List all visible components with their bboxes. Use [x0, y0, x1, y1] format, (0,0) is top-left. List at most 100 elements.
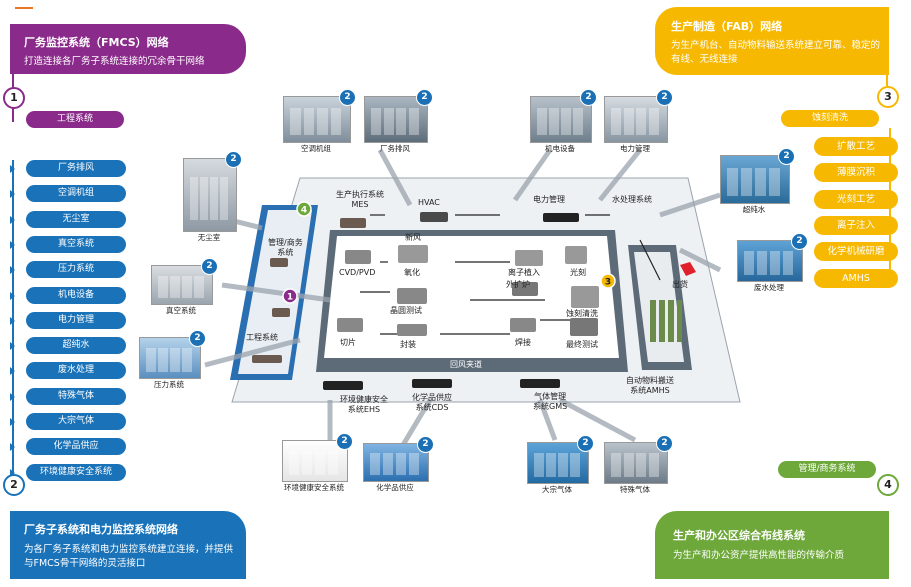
- subsystem-panel-title: 厂务子系统和电力监控系统网络: [24, 523, 178, 536]
- left-list-item[interactable]: 特殊气体: [26, 387, 126, 405]
- cabling-marker: [296, 201, 312, 217]
- left-list-item[interactable]: 真空系统: [26, 235, 126, 253]
- right-list-item[interactable]: 离子注入: [814, 215, 898, 235]
- network-2-badge-icon: 2: [577, 435, 594, 452]
- network-2-badge-icon: 2: [339, 89, 356, 106]
- corridor-label: 回风夹道: [450, 360, 482, 369]
- left-list-item[interactable]: 机电设备: [26, 286, 126, 304]
- left-list-tick-icon: [10, 367, 15, 376]
- network-2-badge-icon: 2: [201, 258, 218, 275]
- fmcs-connector-lower: [12, 108, 14, 122]
- pressure-photo: [139, 337, 201, 379]
- wafertest-label: 晶圆测试: [390, 306, 422, 315]
- fmcs-connector: [12, 74, 14, 88]
- upw-photo: [720, 155, 790, 204]
- power-label: 电力管理: [533, 195, 565, 204]
- ac-photo: [283, 96, 351, 143]
- oxide-machine: [398, 245, 428, 263]
- left-list-tick-icon: [10, 468, 15, 477]
- network-2-badge-icon: 2: [417, 436, 434, 453]
- left-list-tick-icon: [10, 392, 15, 401]
- oxide-label: 氧化: [404, 268, 420, 277]
- fmcs-panel: 厂务监控系统（FMCS）网络 打造连接各厂务子系统连接的冗余骨干网络: [10, 24, 246, 74]
- svg-text:4: 4: [301, 206, 307, 216]
- left-list-tick-icon: [10, 215, 15, 224]
- network-2-badge-icon: 2: [778, 148, 795, 165]
- pack-label: 封装: [400, 340, 416, 349]
- right-list-item[interactable]: 扩散工艺: [814, 137, 898, 156]
- furnace-machine: [512, 282, 538, 296]
- gms-machine: [520, 379, 560, 388]
- right-list-item[interactable]: AMHS: [814, 268, 898, 288]
- weld-machine: [510, 318, 536, 332]
- right-list-item[interactable]: 化学机械研磨: [814, 242, 898, 262]
- left-list-item[interactable]: 厂务排风: [26, 160, 126, 177]
- fab-panel: 生产制造（FAB）网络 为生产机台、自动物料输送系统建立可靠、稳定的 有线、无线…: [655, 7, 889, 75]
- cabling-panel-subtitle: 为生产和办公资产提供高性能的传输介质: [673, 550, 845, 561]
- network-2-badge-icon: 2: [336, 433, 353, 450]
- etch-machine: [571, 286, 599, 308]
- engineering-tag[interactable]: 工程系统: [26, 111, 124, 128]
- fmcs-marker: [282, 288, 298, 304]
- bulk-caption: 大宗气体: [542, 485, 572, 494]
- right-list-item[interactable]: 薄膜沉积: [814, 163, 898, 183]
- hvac-machine: [420, 212, 448, 222]
- litho-label: 光刻: [570, 268, 586, 277]
- fab-connector: [886, 60, 888, 86]
- left-list-item[interactable]: 空调机组: [26, 185, 126, 203]
- weld-label: 焊接: [515, 338, 531, 347]
- left-list-item[interactable]: 电力管理: [26, 311, 126, 329]
- cvd-label: CVD/PVD: [339, 268, 376, 277]
- etch-clean-tag[interactable]: 蚀刻清洗: [781, 110, 879, 127]
- mech-caption: 机电设备: [545, 144, 575, 153]
- right-list-item[interactable]: 光刻工艺: [814, 189, 898, 209]
- left-list-item[interactable]: 大宗气体: [26, 413, 126, 430]
- mgmt-tag[interactable]: 管理/商务系统: [778, 461, 876, 478]
- chem-caption: 化学品供应: [376, 483, 414, 492]
- fmcs-panel-title: 厂务监控系统（FMCS）网络: [24, 36, 169, 49]
- cabling-panel: 生产和办公区综合布线系统 为生产和办公资产提供高性能的传输介质: [655, 511, 889, 579]
- cabling-panel-title: 生产和办公区综合布线系统: [673, 529, 805, 542]
- cds-machine: [412, 379, 452, 388]
- left-list-tick-icon: [10, 316, 15, 325]
- ehs-machine: [323, 381, 363, 390]
- network-2-badge-icon: 2: [225, 151, 242, 168]
- left-list-tick-icon: [10, 240, 15, 249]
- left-list-item[interactable]: 压力系统: [26, 261, 126, 279]
- amhs-label: 自动物料搬送系统AMHS: [626, 376, 674, 395]
- etch-label: 蚀刻清洗: [566, 309, 598, 318]
- subsystem-panel-subtitle-1: 为各厂务子系统和电力监控系统建立连接，并提供: [24, 544, 234, 555]
- cvd-machine: [345, 250, 371, 264]
- eng-label: 工程系统: [246, 333, 278, 342]
- left-list-item[interactable]: 无尘室: [26, 210, 126, 228]
- mgmt-label: 管理/商务系统: [268, 238, 303, 257]
- fab-number-badge: 3: [877, 86, 899, 108]
- cabling-number-badge: 4: [877, 474, 899, 496]
- top-accent-line: [0, 0, 911, 2]
- fab-panel-title: 生产制造（FAB）网络: [671, 20, 783, 33]
- cleanroom-photo: [183, 158, 237, 232]
- left-list-tick-icon: [10, 291, 15, 300]
- left-list-tick-icon: [10, 190, 15, 199]
- ac-caption: 空调机组: [301, 144, 331, 153]
- top-accent-mark: [15, 7, 33, 9]
- final-label: 最终测试: [566, 340, 598, 349]
- network-2-badge-icon: 2: [656, 89, 673, 106]
- left-list-item[interactable]: 化学品供应: [26, 438, 126, 456]
- left-list-item[interactable]: 废水处理: [26, 362, 126, 380]
- ion-machine: [515, 250, 543, 266]
- svg-text:3: 3: [605, 278, 611, 288]
- vacuum-photo: [151, 265, 213, 305]
- network-2-badge-icon: 2: [416, 89, 433, 106]
- left-list-item[interactable]: 超纯水: [26, 337, 126, 355]
- furnace-label: 外扩炉: [506, 280, 530, 289]
- mgmt-desk-2: [272, 308, 290, 317]
- vacuum-caption: 真空系统: [166, 306, 196, 315]
- left-list-item[interactable]: 环境健康安全系统: [26, 463, 126, 481]
- mgmt-desk-1: [270, 258, 288, 267]
- left-list-tick-icon: [10, 418, 15, 426]
- subsystem-number-badge: 2: [3, 474, 25, 496]
- power-photo: [604, 96, 668, 143]
- cds-label: 化学品供应系统CDS: [412, 393, 452, 412]
